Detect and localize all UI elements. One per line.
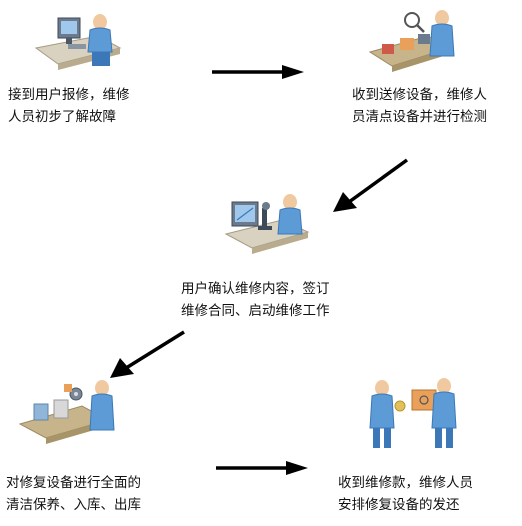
technician-at-computer-icon [28,8,128,76]
arrow-down-left-2 [110,330,186,380]
step-3-caption: 用户确认维修内容，签订 维修合同、启动维修工作 [181,281,330,319]
technician-inspecting-icon [368,6,466,78]
handover-package-icon [362,376,460,452]
step-5-caption: 收到维修款，维修人员 安排修复设备的发还 [338,475,473,513]
technician-with-microscope-icon [222,190,314,262]
arrow-right-bottom [216,460,308,476]
arrow-right-top [212,64,304,80]
conveyor-maintenance-icon [18,374,120,450]
step-1-caption: 接到用户报修，维修 人员初步了解故障 [8,87,130,125]
arrow-down-left [333,158,409,214]
step-2-caption: 收到送修设备，维修人 员清点设备并进行检测 [352,87,487,125]
step-4-caption: 对修复设备进行全面的 清洁保养、入库、出库 [6,475,141,513]
